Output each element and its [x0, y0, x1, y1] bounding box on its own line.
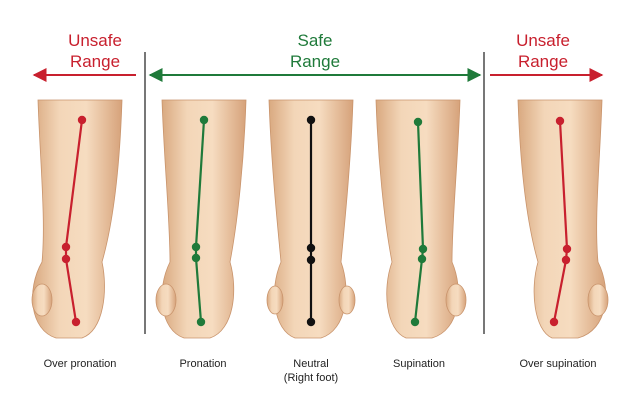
- foot-pronation: [155, 99, 247, 339]
- alignment-line: [194, 119, 206, 323]
- toe-shape: [266, 285, 284, 315]
- alignment-point: [61, 254, 71, 264]
- leg-silhouette: [375, 99, 461, 339]
- caption-pronation: Pronation: [179, 358, 227, 370]
- alignment-line: [413, 121, 425, 323]
- leg-silhouette: [32, 99, 123, 339]
- alignment-point: [561, 255, 571, 265]
- alignment-point: [199, 115, 209, 125]
- alignment-point: [306, 255, 316, 265]
- alignment-point: [418, 244, 428, 254]
- alignment-point: [77, 115, 87, 125]
- toe-shape: [587, 283, 609, 317]
- alignment-point: [555, 116, 565, 126]
- alignment-point: [306, 243, 316, 253]
- foot-supination: [375, 99, 467, 339]
- alignment-line: [64, 119, 84, 323]
- toe-shape: [445, 283, 467, 317]
- caption-over-supination: Over supination: [519, 358, 597, 370]
- alignment-point: [549, 317, 559, 327]
- toe-shape: [31, 283, 53, 317]
- foot-over-pronation: [31, 99, 123, 339]
- alignment-point: [196, 317, 206, 327]
- foot-over-supination: [517, 99, 609, 339]
- toe-shape: [155, 283, 177, 317]
- alignment-point: [413, 117, 423, 127]
- alignment-point: [191, 242, 201, 252]
- caption-neutral: Neutral(Right foot): [283, 358, 339, 384]
- alignment-point: [417, 254, 427, 264]
- caption-supination: Supination: [393, 358, 445, 370]
- alignment-point: [562, 244, 572, 254]
- alignment-point: [71, 317, 81, 327]
- alignment-line: [552, 120, 569, 323]
- foot-neutral: [266, 99, 356, 339]
- alignment-point: [61, 242, 71, 252]
- toe-shape: [338, 285, 356, 315]
- alignment-point: [306, 115, 316, 125]
- alignment-point: [410, 317, 420, 327]
- leg-silhouette: [517, 99, 607, 339]
- alignment-point: [191, 253, 201, 263]
- caption-over-pronation: Over pronation: [43, 358, 117, 370]
- leg-silhouette: [161, 99, 247, 339]
- alignment-point: [306, 317, 316, 327]
